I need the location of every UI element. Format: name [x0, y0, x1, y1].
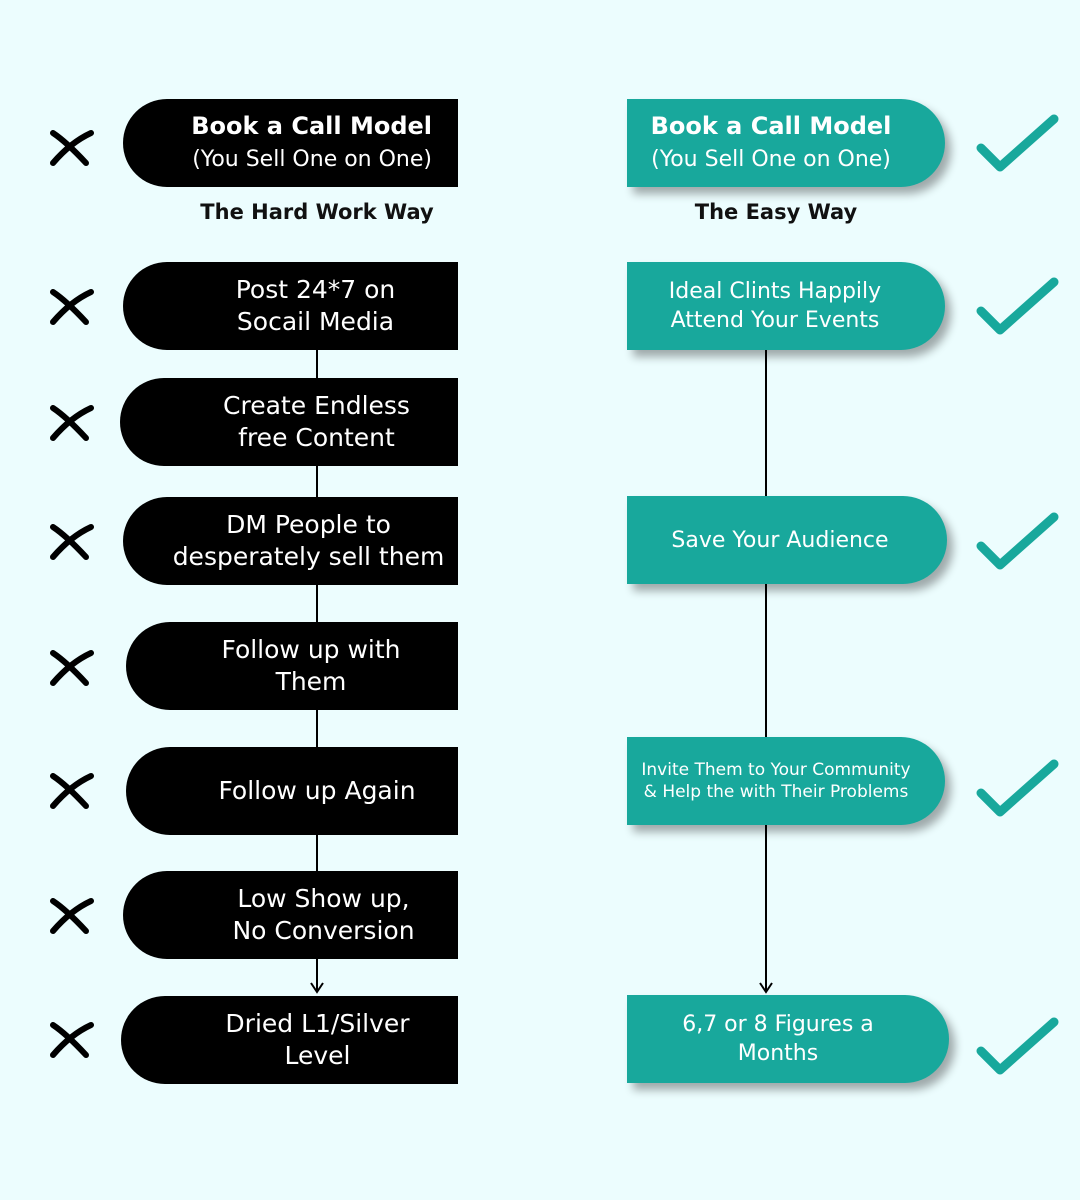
- easy-title: Book a Call Model: [650, 112, 892, 140]
- easy-step-4: 6,7 or 8 Figures a Months: [627, 995, 949, 1083]
- check-icon: [976, 277, 1059, 335]
- hard-step-3: DM People to desperately sell them: [123, 497, 458, 585]
- easy-step-1: Ideal Clints Happily Attend Your Events: [627, 262, 945, 350]
- hard-step-2: Create Endless free Content: [120, 378, 458, 466]
- hard-title-box: Book a Call Model (You Sell One on One): [123, 99, 458, 187]
- cross-icon: [50, 524, 94, 560]
- check-icon: [976, 1017, 1059, 1075]
- hard-step-1: Post 24*7 on Socail Media: [123, 262, 458, 350]
- easy-connector-arrow: [759, 982, 773, 994]
- check-icon: [976, 512, 1059, 570]
- hard-step-7: Dried L1/Silver Level: [121, 996, 458, 1084]
- hard-caption: The Hard Work Way: [200, 200, 434, 224]
- hard-title: Book a Call Model: [191, 112, 432, 140]
- easy-caption: The Easy Way: [694, 200, 858, 224]
- hard-subtitle: (You Sell One on One): [192, 147, 432, 172]
- cross-icon: [50, 1022, 94, 1058]
- hard-connector-arrow: [310, 982, 324, 994]
- hard-step-5: Follow up Again: [126, 747, 458, 835]
- check-icon: [976, 114, 1059, 172]
- easy-subtitle: (You Sell One on One): [651, 147, 891, 172]
- easy-title-box: Book a Call Model (You Sell One on One): [627, 99, 945, 187]
- cross-icon: [50, 289, 94, 325]
- cross-icon: [50, 773, 94, 809]
- cross-icon: [50, 130, 94, 166]
- hard-step-4: Follow up with Them: [126, 622, 458, 710]
- cross-icon: [50, 650, 94, 686]
- easy-step-3: Invite Them to Your Community & Help the…: [627, 737, 945, 825]
- hard-step-6: Low Show up, No Conversion: [123, 871, 458, 959]
- check-icon: [976, 759, 1059, 817]
- cross-icon: [50, 405, 94, 441]
- easy-step-2: Save Your Audience: [627, 496, 947, 584]
- cross-icon: [50, 898, 94, 934]
